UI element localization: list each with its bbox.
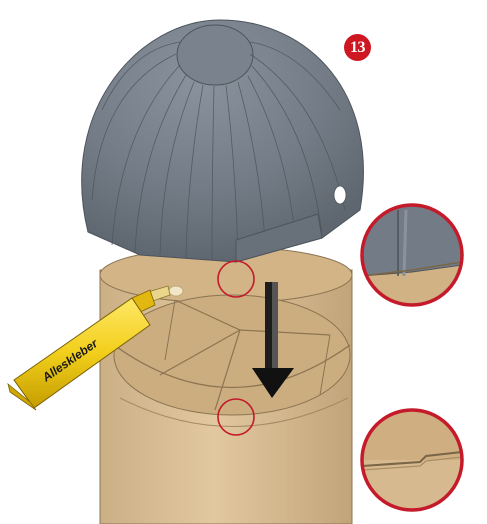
detail-zoom-top bbox=[362, 205, 462, 305]
wooden-post bbox=[100, 247, 352, 524]
step-number-badge: 13 bbox=[344, 34, 371, 61]
detail-zoom-bottom bbox=[362, 410, 462, 510]
dome-cap bbox=[82, 20, 364, 262]
